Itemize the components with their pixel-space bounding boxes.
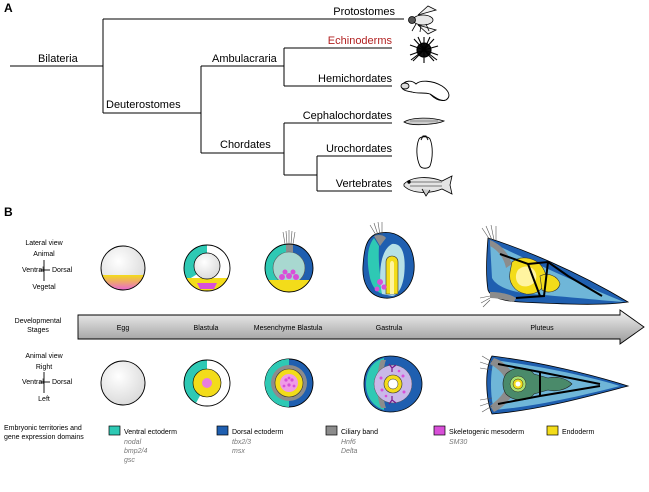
legend-gene: Delta (341, 448, 357, 455)
legend-title-line2: gene expression domains (4, 434, 84, 441)
stage-label-egg: Egg (117, 325, 130, 332)
legend-swatch-endoderm (546, 425, 559, 436)
legend-label: Dorsal ectoderm (232, 429, 284, 436)
lancelet-icon (403, 117, 446, 126)
animal-ventral-label: Ventral (22, 379, 44, 386)
pluteus-lateral-illustration (479, 224, 630, 308)
fly-icon (408, 5, 438, 35)
legend-gene: SM30 (449, 439, 467, 446)
legend-gene: tbx2/3 (232, 439, 251, 446)
mesenchyme-blastula-lateral-illustration (264, 230, 314, 293)
phylogenetic-tree (10, 18, 404, 192)
lateral-dorsal-label: Dorsal (52, 267, 73, 274)
taxon-label-urochordates: Urochordates (326, 143, 393, 155)
lateral-animal-label: Animal (33, 251, 55, 258)
developmental-arrow (77, 309, 645, 345)
acorn-worm-icon (400, 80, 450, 101)
taxon-label-hemichordates: Hemichordates (318, 73, 392, 85)
lateral-view-compass: Lateral view Animal Ventral Dorsal Veget… (22, 240, 73, 291)
stages-label-line2: Stages (27, 327, 49, 334)
legend-item-ventral-ectoderm: Ventral ectoderm nodal bmp2/4 gsc (108, 425, 177, 464)
animal-dorsal-label: Dorsal (52, 379, 73, 386)
animal-left-label: Left (38, 396, 50, 403)
legend-label: Skeletogenic mesoderm (449, 429, 524, 436)
stage-label-mesenchyme-blastula: Mesenchyme Blastula (254, 325, 323, 332)
legend-label: Ventral ectoderm (124, 429, 177, 436)
compass-cross-icon (39, 372, 50, 393)
mesenchyme-blastula-animal-illustration (264, 358, 314, 408)
animal-view-title: Animal view (25, 353, 63, 360)
legend-gene: msx (232, 448, 245, 455)
lateral-ventral-label: Ventral (22, 267, 44, 274)
stage-label-gastrula: Gastrula (376, 325, 403, 332)
legend-gene: Hnf6 (341, 439, 356, 446)
legend-item-skeletogenic-mesoderm: Skeletogenic mesoderm SM30 (433, 425, 524, 446)
legend-label: Endoderm (562, 429, 594, 436)
legend-title-line1: Embryonic territories and (4, 425, 82, 432)
taxon-label-protostomes: Protostomes (333, 6, 395, 18)
compass-cross-icon (39, 260, 50, 281)
legend-swatch-ventral-ectoderm (108, 425, 121, 436)
legend-gene: nodal (124, 439, 142, 446)
panel-a-letter: A (4, 1, 13, 15)
pluteus-animal-illustration (479, 355, 630, 415)
legend-swatch-ciliary-band (325, 425, 338, 436)
lateral-view-title: Lateral view (25, 240, 63, 247)
blastula-lateral-illustration (183, 244, 231, 292)
gastrula-animal-illustration (363, 355, 423, 413)
legend-label: Ciliary band (341, 429, 378, 436)
node-label-chordates: Chordates (220, 139, 271, 151)
legend-item-dorsal-ectoderm: Dorsal ectoderm tbx2/3 msx (216, 425, 284, 455)
legend-swatch-skeletogenic-mesoderm (433, 425, 446, 436)
node-label-ambulacraria: Ambulacraria (212, 53, 278, 65)
lateral-vegetal-label: Vegetal (32, 284, 56, 291)
tunicate-icon (416, 135, 433, 169)
taxon-label-echinoderms: Echinoderms (328, 35, 393, 47)
stages-label-line1: Developmental (15, 318, 62, 325)
gastrula-lateral-illustration (362, 221, 415, 299)
panel-b-letter: B (4, 205, 13, 219)
animal-right-label: Right (36, 364, 52, 371)
stage-label-blastula: Blastula (194, 325, 219, 332)
legend-gene: gsc (124, 457, 135, 464)
legend-item-endoderm: Endoderm (546, 425, 594, 436)
blastula-animal-illustration (183, 359, 231, 407)
stage-label-pluteus: Pluteus (530, 325, 554, 332)
taxon-label-vertebrates: Vertebrates (336, 178, 393, 190)
taxon-label-cephalochordates: Cephalochordates (303, 110, 393, 122)
node-label-deuterostomes: Deuterostomes (106, 99, 181, 111)
legend-item-ciliary-band: Ciliary band Hnf6 Delta (325, 425, 378, 455)
node-label-bilateria: Bilateria (38, 53, 79, 65)
zebrafish-icon (403, 175, 453, 197)
egg-animal-illustration (100, 360, 146, 406)
sea-urchin-icon (409, 36, 439, 63)
legend-gene: bmp2/4 (124, 448, 147, 455)
egg-lateral-illustration (100, 245, 146, 291)
legend-swatch-dorsal-ectoderm (216, 425, 229, 436)
animal-view-compass: Animal view Right Ventral Dorsal Left (22, 353, 73, 403)
